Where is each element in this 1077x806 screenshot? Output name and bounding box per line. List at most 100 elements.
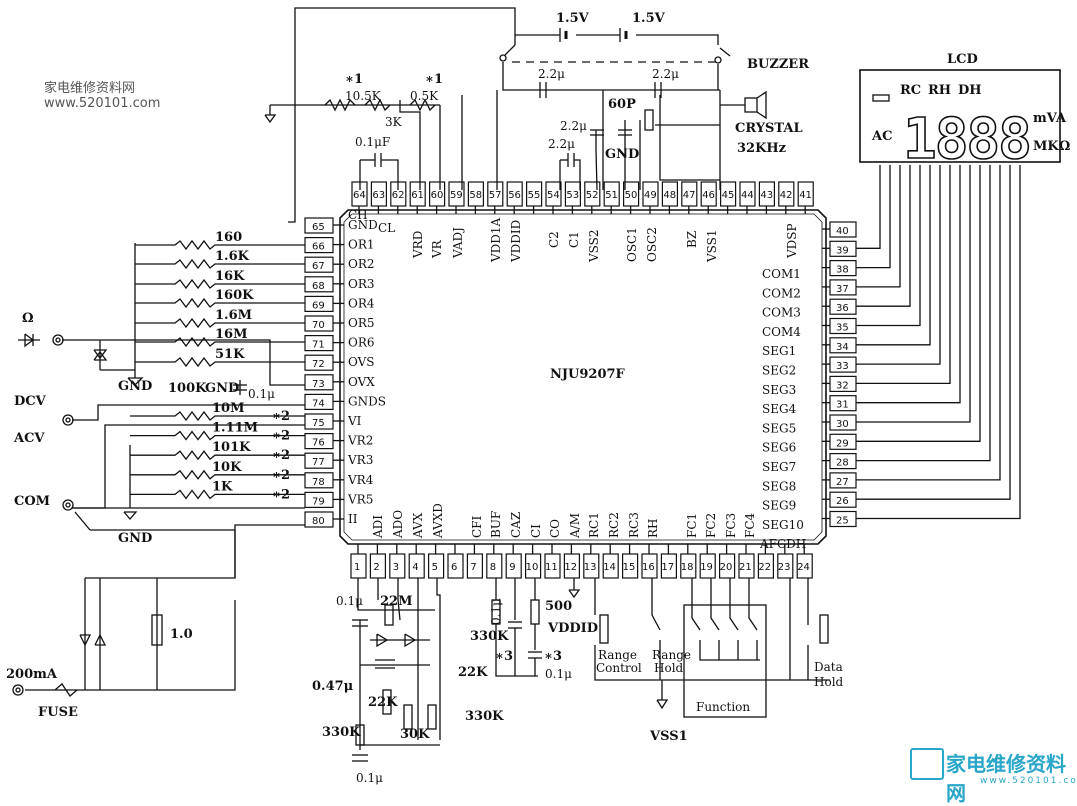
- pin-number: 44: [741, 190, 754, 201]
- pin-label-right: SEG2: [762, 364, 796, 378]
- lcd-ac: AC: [871, 129, 892, 144]
- gnd-left-label: GND: [118, 379, 152, 394]
- pin-label-bottom: ADI: [371, 515, 385, 539]
- pin-label-bottom: ADO: [391, 510, 405, 539]
- pin-number: 46: [702, 190, 715, 201]
- c01-ovx-label: 0.1μ: [248, 387, 275, 401]
- pin-number: 75: [312, 418, 325, 429]
- pin-label-bottom: FC4: [743, 512, 757, 538]
- pin-label-left: GND: [348, 218, 378, 232]
- pin-number: 19: [700, 562, 713, 573]
- pin-label-left: OR5: [348, 316, 375, 330]
- c01b-label: 0.1μ: [356, 771, 383, 785]
- pin-number: 21: [739, 562, 752, 573]
- pin-label-right: SEG5: [762, 421, 796, 435]
- c01f-label: 0.1μF: [355, 135, 390, 149]
- pin-number: 16: [642, 562, 655, 573]
- top-wiring: [264, 7, 767, 223]
- pin-number: 60: [431, 190, 444, 201]
- pin-number: 48: [663, 190, 676, 201]
- star1b-label: ∗1: [425, 72, 443, 87]
- lcd-wire: [856, 165, 911, 307]
- lcd-wire: [856, 165, 951, 385]
- lcd-unit2: MKΩ: [1033, 139, 1070, 154]
- vss1-label: VSS1: [649, 729, 688, 744]
- lcd-digits: 1888: [903, 107, 1030, 172]
- ladder-resistor-label: 16K: [215, 269, 245, 284]
- pin-label-right: SEG8: [762, 479, 796, 493]
- pin-number: 22: [758, 562, 771, 573]
- pin-number: 9: [509, 562, 515, 573]
- acv-label: ACV: [13, 431, 45, 446]
- vr-resistor-label: 1K: [212, 479, 233, 494]
- star3a-label: ∗3: [495, 649, 513, 664]
- pin-label-bottom: CAZ: [509, 512, 523, 538]
- pin-label-bottom: CFI: [470, 515, 484, 538]
- pin-label-left: OVX: [348, 375, 375, 389]
- pin-number: 71: [312, 340, 325, 351]
- lcd-wire: [856, 165, 1021, 520]
- pin-number: 37: [836, 284, 849, 295]
- pin-number: 30: [836, 419, 849, 430]
- pin-label-left: OR4: [348, 296, 375, 310]
- ohm-label: Ω: [22, 311, 34, 326]
- ladder-resistor-label: 51K: [215, 347, 245, 362]
- pin-label-top: VSS1: [705, 229, 719, 263]
- pin-number: 42: [780, 190, 793, 201]
- lcd-unit1: mVA: [1033, 111, 1067, 126]
- ladder-resistor-label: 160K: [215, 288, 254, 303]
- vr-resistor-label: 1.11M: [212, 421, 258, 436]
- pin-number: 74: [312, 398, 325, 409]
- ladder-resistor-label: 1.6K: [215, 249, 250, 264]
- ohm-jack: [52, 334, 64, 346]
- vddid-label: VDDID: [547, 621, 598, 636]
- range-control-label-1: Range: [598, 648, 637, 662]
- pin-number: 55: [528, 190, 541, 201]
- pin-number: 8: [490, 562, 496, 573]
- lcd-wire: [856, 165, 901, 288]
- pin-number: 69: [312, 300, 325, 311]
- function-label: Function: [696, 700, 750, 714]
- r330k-c-label: 330K: [470, 629, 509, 644]
- cap22c-label: 2.2μ: [560, 119, 587, 133]
- star2-label: ∗2: [272, 429, 290, 444]
- r30k-label: 30K: [400, 727, 430, 742]
- pin-number: 7: [470, 562, 476, 573]
- vr-resistor: [130, 450, 305, 461]
- pin-number: 32: [836, 380, 849, 391]
- r3k-label: 3K: [385, 115, 403, 129]
- pin-number: 11: [545, 562, 558, 573]
- crystal-freq-label: 32KHz: [737, 141, 786, 156]
- pin-label-top: VSS2: [587, 229, 601, 263]
- left-resistor-ladder: 1601.6K16K160K1.6M16M51K10M∗21.11M∗2101K…: [130, 230, 305, 502]
- pin-label-left: II: [348, 512, 358, 526]
- cap22b-label: 2.2μ: [652, 67, 679, 81]
- pin-label-right: COM2: [762, 286, 801, 300]
- lcd-wiring: [856, 165, 1021, 520]
- pin-label-right: SEG10: [762, 518, 804, 532]
- gnd-ovx-label: GND: [205, 381, 239, 396]
- ma200-label: 200mA: [6, 667, 58, 682]
- pin-label-top: VR: [430, 239, 444, 259]
- pin-number: 14: [603, 562, 616, 573]
- lcd-rh: RH: [928, 83, 951, 98]
- pin-label-left: OR1: [348, 238, 375, 252]
- pin-number: 78: [312, 477, 325, 488]
- lcd-wire: [856, 165, 931, 346]
- watermark-bottom-url: www.520101.com: [980, 776, 1077, 786]
- pin-number: 72: [312, 359, 325, 370]
- pin-number: 18: [681, 562, 694, 573]
- pin-label-bottom: FC2: [704, 513, 718, 538]
- pin-label-bottom: FC3: [724, 513, 738, 538]
- pin-label-right: SEG9: [762, 499, 796, 513]
- pin-number: 53: [566, 190, 579, 201]
- pin-label-bottom: CI: [529, 524, 543, 538]
- pin-number: 45: [722, 190, 735, 201]
- star2-label: ∗2: [272, 409, 290, 424]
- pin-label-bottom: AVXD: [431, 503, 445, 539]
- pin-number: 67: [312, 261, 325, 272]
- vr-resistor: [130, 469, 305, 480]
- pin-label-top: VDDID: [509, 220, 523, 263]
- left-wiring: [25, 243, 305, 697]
- watermark-top-cn: 家电维修资料网: [44, 81, 136, 96]
